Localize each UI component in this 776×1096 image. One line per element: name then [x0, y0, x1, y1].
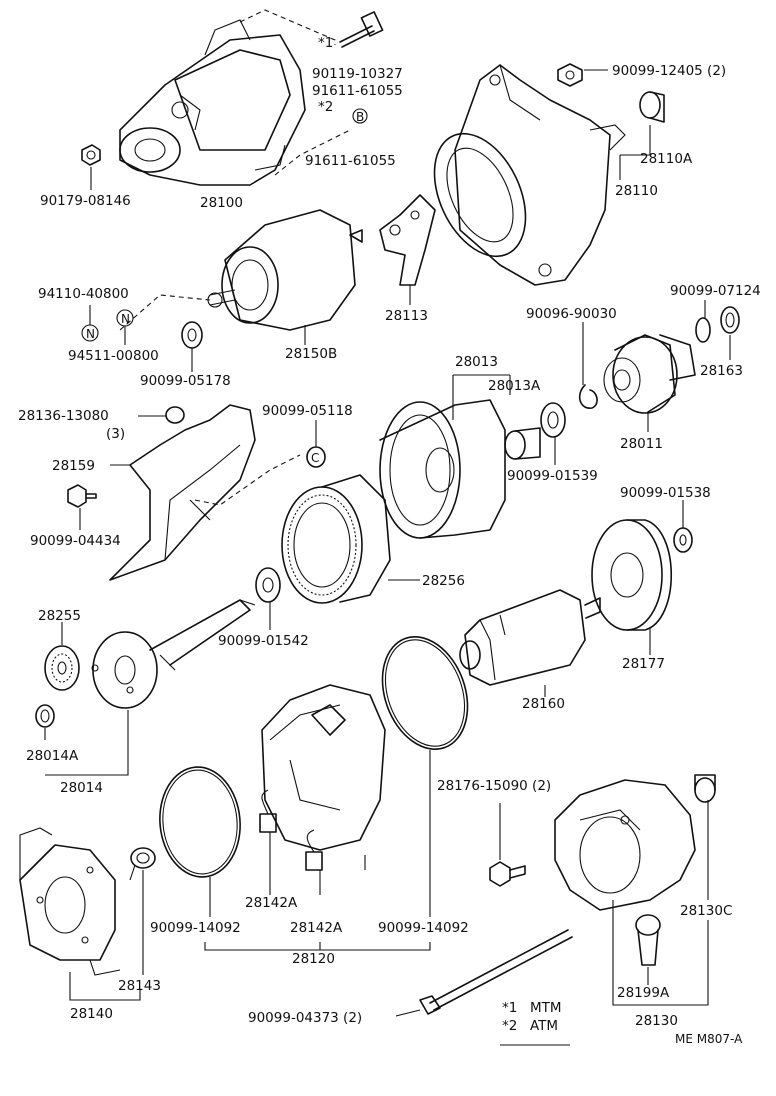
label-p42: 28199A — [617, 985, 670, 1001]
oring-90099-14092-right-drawing — [381, 636, 469, 750]
bolt-28199a-drawing — [635, 914, 661, 966]
label-p44: 90099-04373 (2) — [248, 1010, 362, 1026]
label-p1a: *1 — [318, 35, 333, 51]
bushing-28130c-drawing — [694, 774, 716, 803]
label-p37: 90099-14092 — [150, 920, 241, 936]
label-p30: 28160 — [522, 696, 565, 712]
armature-28160-drawing — [459, 589, 601, 686]
bushing-28110a-drawing — [639, 91, 665, 123]
washer-90099-01539-drawing — [540, 402, 566, 438]
washer-90099-01542-drawing — [255, 567, 281, 603]
label-p1b: 90119-10327 — [312, 66, 403, 82]
bolt-90119-10327-drawing — [339, 11, 384, 48]
label-p19: 28136-13080 — [18, 408, 109, 424]
label-p20: (3) — [106, 426, 125, 442]
label-p8: 94110-40800 — [38, 286, 129, 302]
stop-collar-28163-drawing — [720, 306, 740, 334]
brush-28142a-b-drawing — [305, 829, 323, 871]
label-p35: 28142A — [245, 895, 298, 911]
label-p22: 28159 — [52, 458, 95, 474]
label-p1c: 91611-61055 — [312, 83, 403, 99]
nut-90099-12405-drawing — [557, 63, 583, 87]
bearing-28013a-drawing — [504, 427, 541, 460]
legend-text-1: MTM — [530, 1000, 562, 1016]
clutch-28011-drawing — [603, 334, 696, 414]
solenoid-28150b-drawing — [207, 209, 363, 331]
gear-28256-drawing — [281, 474, 391, 604]
legend-text-2: ATM — [530, 1018, 558, 1034]
spring-28143-drawing — [129, 847, 156, 881]
ring-90099-07124-drawing — [695, 317, 711, 343]
screw-28136-13080-drawing — [165, 406, 185, 424]
label-p29: 28177 — [622, 656, 665, 672]
label-p5: 90099-12405 (2) — [612, 63, 726, 79]
cover-28159-drawing — [109, 404, 256, 581]
label-p40: 28143 — [118, 978, 161, 994]
marker-c: C — [311, 451, 319, 465]
through-bolt-90099-04373-drawing — [419, 929, 573, 1015]
label-p21: 90099-05118 — [262, 403, 353, 419]
label-p25: 90099-01538 — [620, 485, 711, 501]
washer-90099-05118-drawing: C — [306, 446, 326, 468]
plate-28177-drawing — [591, 519, 672, 631]
legend-mark-2: *2 — [502, 1018, 517, 1034]
legend-mark-1: *1 — [502, 1000, 517, 1016]
marker-b: B — [356, 110, 364, 124]
label-p4: 28100 — [200, 195, 243, 211]
label-p1d: *2 — [318, 99, 333, 115]
bolt-90099-04434-drawing — [67, 484, 97, 508]
label-p43: 28130 — [635, 1013, 678, 1029]
label-p32: 28014 — [60, 780, 103, 796]
label-p10: 90099-05178 — [140, 373, 231, 389]
shaft-28014-drawing — [91, 599, 256, 709]
label-p34: 28130C — [680, 903, 732, 919]
label-p13: 90096-90030 — [526, 306, 617, 322]
label-p38: 90099-14092 — [378, 920, 469, 936]
label-p17: 28013A — [488, 378, 541, 394]
label-p23: 90099-01539 — [507, 468, 598, 484]
nut-90179-08146-drawing — [81, 144, 101, 166]
brush-holder-28140-drawing — [19, 827, 121, 976]
marker-n2: N — [121, 312, 130, 326]
label-p31: 28014A — [26, 748, 79, 764]
washer-90099-05178-drawing — [181, 321, 203, 349]
label-p33: 28176-15090 (2) — [437, 778, 551, 794]
field-frame-28120-drawing — [261, 684, 386, 851]
label-p2: 91611-61055 — [305, 153, 396, 169]
label-p36: 28142A — [290, 920, 343, 936]
label-p7: 28110 — [615, 183, 658, 199]
label-p16: 28013 — [455, 354, 498, 370]
legend: *1 MTM *2 ATM — [502, 1000, 562, 1034]
label-p26: 28256 — [422, 573, 465, 589]
label-p41: 28140 — [70, 1006, 113, 1022]
label-p27: 28255 — [38, 608, 81, 624]
label-p6: 28110A — [640, 151, 693, 167]
washer-90099-01538-drawing — [673, 527, 693, 553]
lever-28113-drawing — [379, 194, 436, 286]
label-p9: 94511-00800 — [68, 348, 159, 364]
label-p28: 90099-01542 — [218, 633, 309, 649]
label-p24: 90099-04434 — [30, 533, 121, 549]
oring-90099-14092-left-drawing — [159, 766, 241, 878]
screw-28176-15090-drawing — [489, 861, 526, 887]
label-p11: 28150B — [285, 346, 337, 362]
brush-28142a-a-drawing — [259, 789, 277, 833]
clip-90096-90030-drawing — [578, 384, 598, 409]
marker-b-circle — [352, 108, 368, 124]
housing-28110-drawing — [433, 64, 626, 286]
label-p3: 90179-08146 — [40, 193, 131, 209]
label-p39: 28120 — [292, 951, 335, 967]
gear-28255-drawing — [44, 645, 80, 691]
yoke-28013-drawing — [379, 399, 506, 539]
label-p14: 90099-07124 — [670, 283, 761, 299]
label-p18: 28011 — [620, 436, 663, 452]
label-p45: ME M807-A — [675, 1032, 743, 1046]
label-p15: 28163 — [700, 363, 743, 379]
bushing-28014a-drawing — [35, 704, 55, 728]
marker-n1: N — [86, 327, 95, 341]
starter-assembly-drawing — [119, 19, 306, 186]
end-frame-28130-drawing — [554, 779, 696, 911]
label-p12: 28113 — [385, 308, 428, 324]
